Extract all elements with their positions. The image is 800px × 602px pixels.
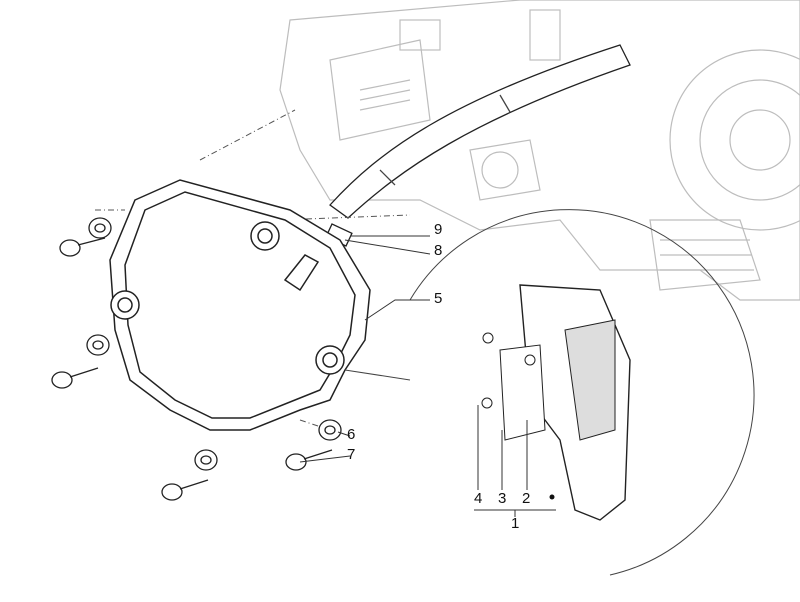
detail-inset bbox=[344, 209, 755, 576]
breather-hose bbox=[325, 44, 631, 247]
engine-block bbox=[279, 0, 800, 301]
washers-and-bolts bbox=[51, 217, 342, 501]
callout-4: 4 bbox=[474, 490, 483, 507]
callout-9: 9 bbox=[434, 221, 443, 238]
callout-2: 2 bbox=[522, 490, 531, 507]
callout-5: 5 bbox=[434, 290, 443, 307]
callout-7: 7 bbox=[347, 446, 356, 463]
kit-dot bbox=[549, 494, 555, 500]
callout-1: 1 bbox=[511, 515, 520, 532]
callout-3: 3 bbox=[498, 490, 507, 507]
valve-cover bbox=[109, 179, 371, 431]
callout-6: 6 bbox=[347, 426, 356, 443]
callout-8: 8 bbox=[434, 242, 443, 259]
leader-lines bbox=[299, 235, 556, 517]
